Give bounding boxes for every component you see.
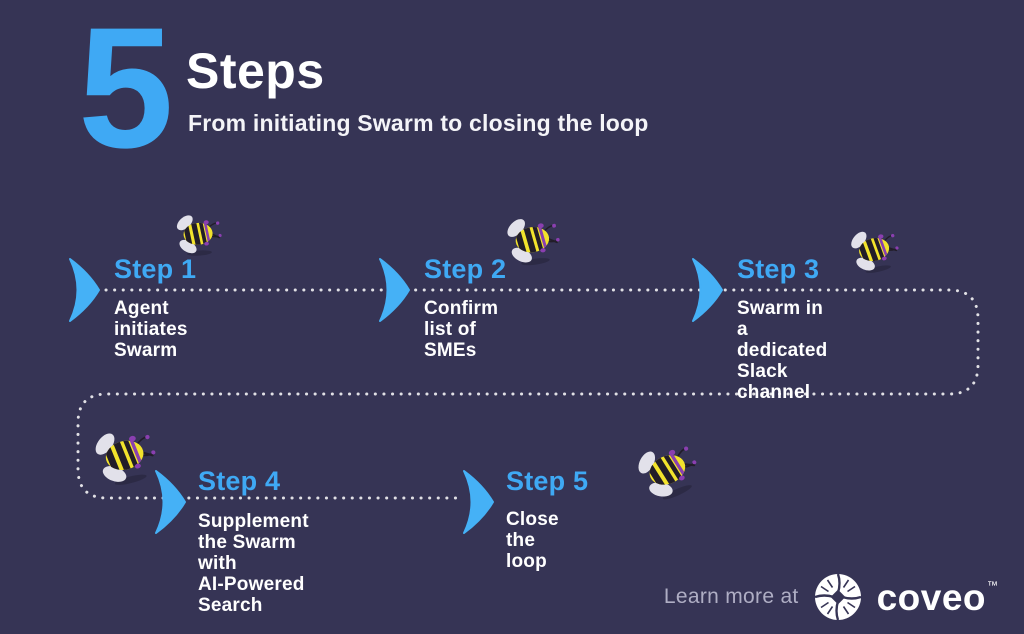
step-5-label: Step 5 xyxy=(506,466,589,496)
step-3-description: Swarm in a dedicated Slack channel xyxy=(737,298,828,403)
big-number-5: 5 xyxy=(78,0,174,184)
learn-more-text: Learn more at xyxy=(663,585,799,608)
chevron-right-icon xyxy=(463,470,494,534)
step-2-label: Step 2 xyxy=(424,254,507,284)
chevron-right-icon xyxy=(692,258,723,322)
step-1-label: Step 1 xyxy=(114,254,197,284)
step-1-description: Agent initiates Swarm xyxy=(114,298,188,361)
trademark-symbol: ™ xyxy=(987,579,998,592)
chevron-right-icon xyxy=(379,258,410,322)
page-title: Steps xyxy=(186,43,325,99)
step-5-description: Close the loop xyxy=(506,509,559,572)
chevron-right-icon xyxy=(69,258,100,322)
coveo-logo-icon xyxy=(813,572,862,622)
bee-icon xyxy=(840,218,904,282)
step-3-label: Step 3 xyxy=(737,254,820,284)
step-4-label: Step 4 xyxy=(198,466,281,496)
step-4-description: Supplement the Swarm with AI-Powered Sea… xyxy=(198,511,309,616)
bee-icon xyxy=(496,206,564,274)
brand-name: coveo xyxy=(876,576,986,618)
chevron-right-icon xyxy=(155,470,186,534)
footer: Learn more at coveo ™ xyxy=(664,570,998,624)
step-2-description: Confirm list of SMEs xyxy=(424,298,499,361)
page-subtitle: From initiating Swarm to closing the loo… xyxy=(188,110,649,136)
coveo-wordmark: coveo ™ xyxy=(877,579,998,616)
